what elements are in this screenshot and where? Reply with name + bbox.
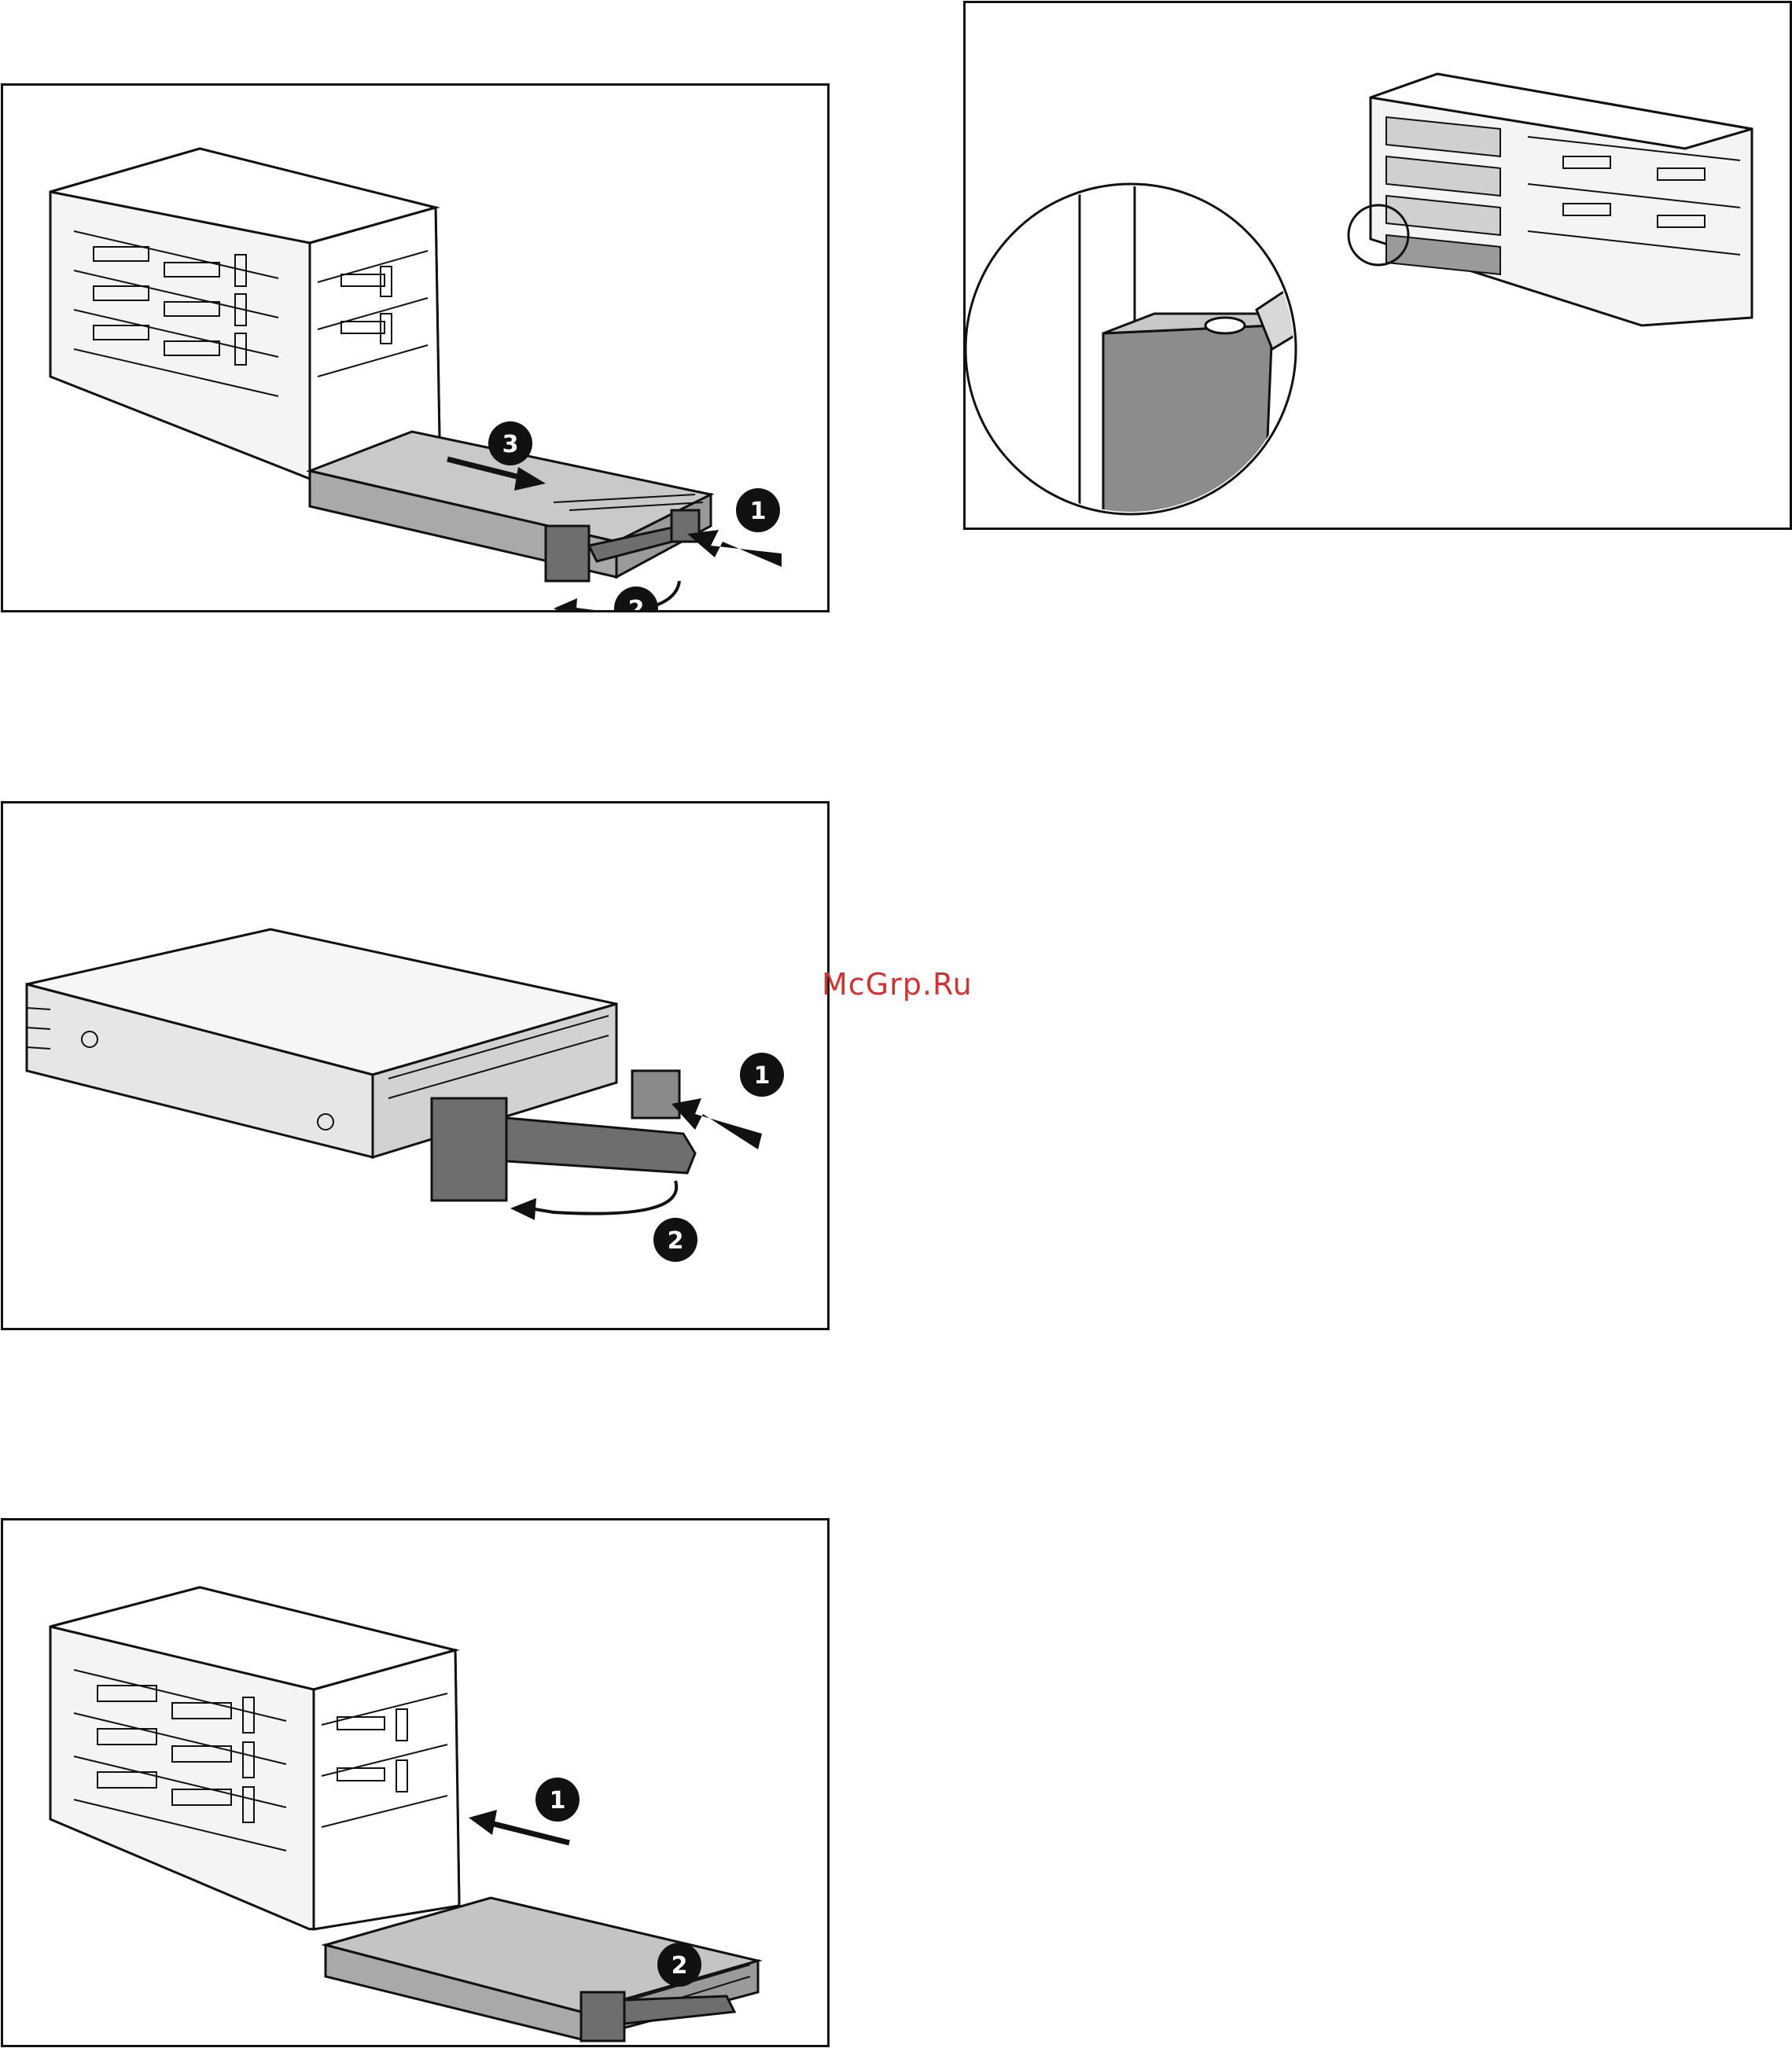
callout-number: 1 [750, 498, 767, 525]
callout-number: 1 [550, 1787, 566, 1815]
figure-install-drive-illustration: 12 [3, 1520, 827, 2045]
figure-release-lever-illustration: 12 [3, 803, 827, 1328]
figure-cage-detail-illustration [966, 3, 1790, 528]
callout-badge-icon: 1 [740, 1053, 784, 1097]
drive-cage-small [1371, 74, 1752, 325]
figure-remove-drive: 1 2 3 [1, 83, 830, 612]
figure-cage-detail [963, 1, 1792, 530]
push-arrow-icon [687, 530, 782, 567]
magnified-detail [966, 184, 1312, 514]
callout-badge-icon: 1 [736, 488, 780, 532]
drive-cage [50, 1587, 459, 1929]
watermark-text: McGrp.Ru [822, 967, 973, 1002]
callout-number: 3 [502, 431, 519, 458]
callout-badge-icon: 2 [614, 586, 658, 610]
release-lever [581, 1992, 734, 2041]
callout-badge-icon: 1 [535, 1778, 580, 1822]
callout-number: 2 [668, 1227, 684, 1255]
callout-badge-icon: 2 [653, 1218, 697, 1262]
callout-badge-icon: 2 [657, 1943, 701, 1987]
callout-number: 2 [628, 596, 645, 610]
drive-cage [50, 149, 440, 479]
callout-badge-icon: 3 [488, 421, 532, 465]
callout-number: 2 [672, 1952, 688, 1980]
rotate-arrow-icon [510, 1181, 676, 1220]
callout-number: 1 [754, 1062, 771, 1090]
figure-remove-drive-illustration: 1 2 3 [3, 86, 827, 610]
